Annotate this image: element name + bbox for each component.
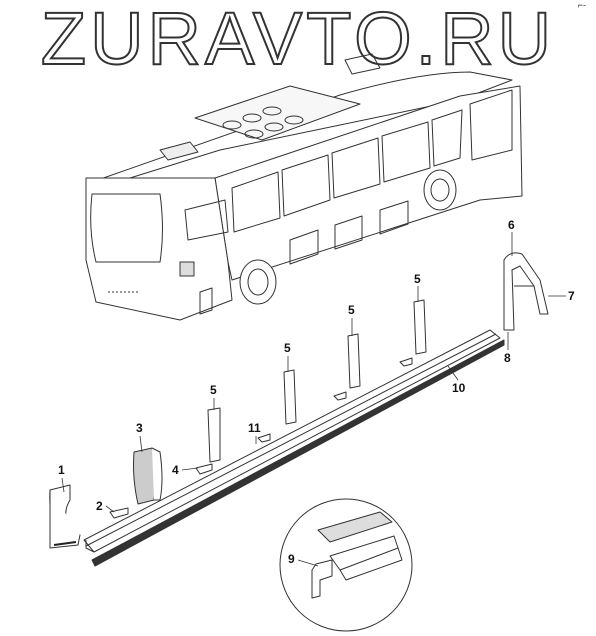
callout-2: 2 bbox=[96, 499, 103, 513]
bracket-part bbox=[109, 507, 129, 519]
bus-illustration bbox=[85, 53, 523, 321]
pillar-strip bbox=[283, 369, 297, 425]
pillar-strip bbox=[347, 333, 361, 389]
sill-rail bbox=[83, 329, 501, 553]
pillar-trim-wide bbox=[133, 447, 157, 505]
callout-3: 3 bbox=[136, 421, 143, 435]
callout-11: 11 bbox=[248, 421, 261, 435]
clip-part bbox=[311, 559, 333, 599]
callout-5: 5 bbox=[210, 383, 217, 397]
pillar-strip bbox=[413, 299, 427, 355]
callout-8: 8 bbox=[504, 351, 511, 365]
pillar-strip bbox=[207, 407, 221, 463]
callout-10: 10 bbox=[452, 381, 466, 395]
lower-strip bbox=[91, 339, 505, 567]
bracket-part bbox=[195, 463, 213, 475]
callout-7: 7 bbox=[568, 289, 575, 303]
callout-5: 5 bbox=[348, 303, 355, 317]
callout-6: 6 bbox=[508, 218, 515, 232]
callout-9: 9 bbox=[288, 552, 295, 566]
callout-5: 5 bbox=[414, 272, 421, 286]
watermark-logo: ZURAVTO.RU bbox=[40, 0, 556, 80]
door-frame-part bbox=[503, 252, 549, 331]
callout-4: 4 bbox=[172, 463, 179, 477]
corner-mark: ⌐- bbox=[577, 0, 586, 10]
callout-1: 1 bbox=[58, 463, 65, 477]
callout-5: 5 bbox=[284, 341, 291, 355]
